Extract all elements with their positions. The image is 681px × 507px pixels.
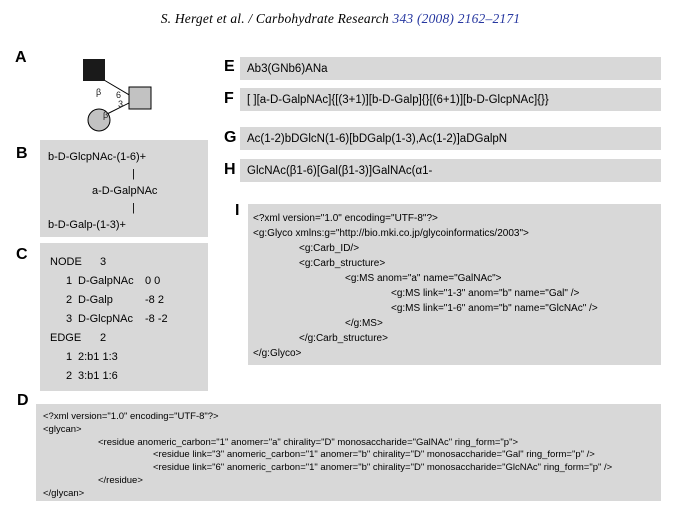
node-coords: -8 -2: [145, 313, 168, 325]
citation-volume-link[interactable]: 343 (2008) 2162–2171: [392, 11, 521, 26]
xml-line: <?xml version="1.0" encoding="UTF-8"?>: [43, 411, 219, 422]
linearcode-notation: Ab3(GNb6)ANa: [247, 62, 328, 75]
node-coords: -8 2: [145, 294, 164, 306]
xml-line: <glycan>: [43, 423, 82, 435]
xml-line: </glycan>: [43, 487, 85, 499]
link1-position-label: 6: [116, 90, 121, 100]
xml-line: </g:Carb_structure>: [299, 333, 388, 344]
panel-b-box: b-D-GlcpNAc-(1-6)+ | a-D-GalpNAc | b-D-G…: [40, 140, 208, 237]
glycan-symbol-diagram: β 6 β 3: [83, 59, 152, 132]
node-row: 1 D-GalpNAc 0 0: [40, 272, 208, 291]
node-residue: D-GlcpNAc: [78, 313, 134, 325]
xml-line: <g:MS link="1-3" anom="b" name="Gal" />: [391, 288, 580, 299]
xml-line: <?xml version="1.0" encoding="UTF-8"?>: [253, 213, 438, 224]
node-residue: D-GalpNAc: [78, 275, 134, 287]
black-square-symbol: [83, 59, 105, 81]
panel-f-box: [ ][a-D-GalpNAc]{[(3+1)][b-D-Galp]{}[(6+…: [240, 88, 661, 111]
link2-position-label: 3: [118, 99, 123, 109]
edge-definition: 2:b1 1:3: [78, 351, 118, 363]
xml-line: </g:Glyco>: [253, 348, 302, 359]
panel-i-box: <?xml version="1.0" encoding="UTF-8"?> <…: [248, 204, 661, 365]
bcsdb-notation: Ac(1-2)bDGlcN(1-6)[bDGalp(1-3),Ac(1-2)]a…: [247, 132, 508, 145]
panel-g-box: Ac(1-2)bDGlcN(1-6)[bDGalp(1-3),Ac(1-2)]a…: [240, 127, 661, 150]
edge-row: 2 3:b1 1:6: [40, 367, 208, 386]
node-coords: 0 0: [145, 275, 161, 287]
xml-line: </g:MS>: [345, 318, 383, 329]
panel-h-box: GlcNAc(β1-6)[Gal(β1-3)]GalNAc(α1-: [240, 159, 661, 182]
nomenclature-line: b-D-Galp-(1-3)+: [48, 219, 126, 231]
link1-anomer-label: β: [96, 87, 101, 97]
panel-g-label: G: [224, 129, 237, 146]
node-header-row: NODE 3: [40, 253, 208, 272]
panel-d-box: <?xml version="1.0" encoding="UTF-8"?> <…: [36, 404, 661, 501]
citation-text: S. Herget et al. / Carbohydrate Research: [160, 11, 393, 26]
edge-index: 1: [66, 351, 73, 363]
edge-row: 1 2:b1 1:3: [40, 348, 208, 367]
nomenclature-line: a-D-GalpNAc: [92, 185, 158, 197]
nomenclature-line: b-D-GlcpNAc-(1-6)+: [48, 151, 147, 163]
branch-bar: |: [132, 202, 135, 214]
edge-header-row: EDGE 2: [40, 329, 208, 348]
xml-line: <g:MS anom="a" name="GalNAc">: [345, 273, 502, 284]
xml-line: <g:Glyco xmlns:g="http://bio.mki.co.jp/g…: [253, 228, 529, 239]
panel-a-label: A: [15, 49, 27, 66]
node-residue: D-Galp: [78, 294, 113, 306]
gray-circle-symbol: [87, 108, 111, 132]
panel-e-box: Ab3(GNb6)ANa: [240, 57, 661, 80]
glycosidic-link-line-1-3: [106, 101, 132, 115]
node-keyword: NODE: [50, 256, 82, 268]
running-head: S. Herget et al. / Carbohydrate Research…: [0, 11, 681, 27]
edge-index: 2: [66, 370, 73, 382]
linucs-notation: [ ][a-D-GalpNAc]{[(3+1)][b-D-Galp]{}[(6+…: [247, 93, 549, 106]
link2-anomer-label: β: [103, 110, 108, 120]
iupac-notation: GlcNAc(β1-6)[Gal(β1-3)]GalNAc(α1-: [247, 164, 433, 177]
node-index: 2: [66, 294, 73, 306]
panel-b-label: B: [16, 145, 28, 162]
xml-line: <g:Carb_ID/>: [299, 243, 360, 254]
branch-bar: |: [132, 168, 135, 180]
node-index: 3: [66, 313, 73, 325]
node-index: 1: [66, 275, 73, 287]
panel-i-label: I: [235, 202, 240, 219]
panel-c-label: C: [16, 246, 28, 263]
gray-square-symbol: [128, 86, 152, 110]
node-row: 3 D-GlcpNAc -8 -2: [40, 310, 208, 329]
xml-line: </residue>: [98, 474, 143, 486]
panel-d-label: D: [17, 392, 29, 409]
edge-keyword: EDGE: [50, 332, 82, 344]
edge-count: 2: [100, 332, 107, 344]
glycosidic-link-line-1-6: [103, 79, 132, 97]
xml-line: <g:Carb_structure>: [299, 258, 386, 269]
xml-line: <residue link="3" anomeric_carbon="1" an…: [153, 449, 595, 461]
panel-h-label: H: [224, 161, 236, 178]
node-row: 2 D-Galp -8 2: [40, 291, 208, 310]
xml-line: <g:MS link="1-6" anom="b" name="GlcNAc" …: [391, 303, 598, 314]
xml-line: <residue link="6" anomeric_carbon="1" an…: [153, 462, 613, 474]
edge-definition: 3:b1 1:6: [78, 370, 118, 382]
xml-line: <residue anomeric_carbon="1" anomer="a" …: [98, 436, 518, 448]
node-count: 3: [100, 256, 107, 268]
panel-f-label: F: [224, 90, 234, 107]
panel-e-label: E: [224, 58, 235, 75]
